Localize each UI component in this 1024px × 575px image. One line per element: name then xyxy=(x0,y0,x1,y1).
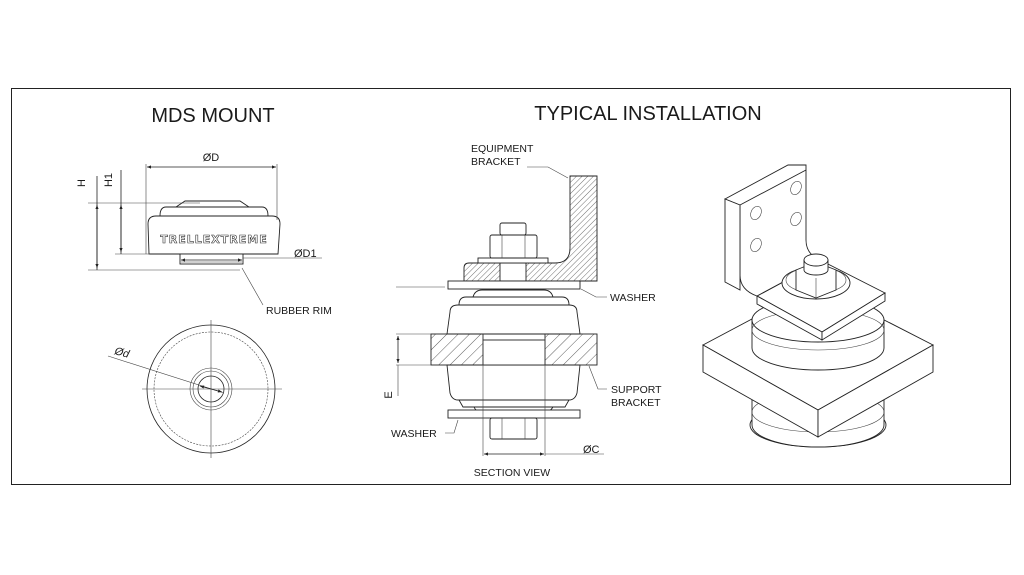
label-equipment: EQUIPMENT xyxy=(471,143,534,155)
dimension-od xyxy=(145,164,278,254)
drawing-frame xyxy=(11,88,1011,485)
label-support-bracket: BRACKET xyxy=(611,397,661,409)
mount-top-view xyxy=(107,320,282,458)
label-od: ØD xyxy=(203,152,220,164)
label-hole-diameter: Ød xyxy=(112,345,131,361)
label-e: E xyxy=(383,391,395,398)
isometric-view xyxy=(702,164,934,448)
label-support: SUPPORT xyxy=(611,384,662,396)
rubber-rim-leader xyxy=(241,267,264,306)
typical-installation-title: TYPICAL INSTALLATION xyxy=(534,103,761,125)
label-rubber-rim: RUBBER RIM xyxy=(266,305,332,317)
trellextreme-logo: TRELLEXTREME xyxy=(160,233,267,246)
label-washer-top: WASHER xyxy=(610,292,656,304)
label-equipment-bracket: BRACKET xyxy=(471,156,521,168)
label-h: H xyxy=(76,179,88,187)
leader-equipment-bracket xyxy=(527,166,569,179)
section-view-caption: SECTION VIEW xyxy=(474,467,551,479)
label-h1: H1 xyxy=(103,173,115,187)
label-bore-diameter: ØC xyxy=(583,444,600,456)
section-view xyxy=(396,175,604,456)
dimension-h-h1 xyxy=(88,170,240,271)
label-od1: ØD1 xyxy=(294,248,317,260)
leader-washer-bottom xyxy=(445,419,459,434)
leader-washer-top xyxy=(580,288,607,298)
label-washer-bottom: WASHER xyxy=(391,428,437,440)
mds-mount-title: MDS MOUNT xyxy=(151,105,274,127)
leader-support-bracket xyxy=(588,365,607,390)
dimension-od1 xyxy=(181,257,322,262)
